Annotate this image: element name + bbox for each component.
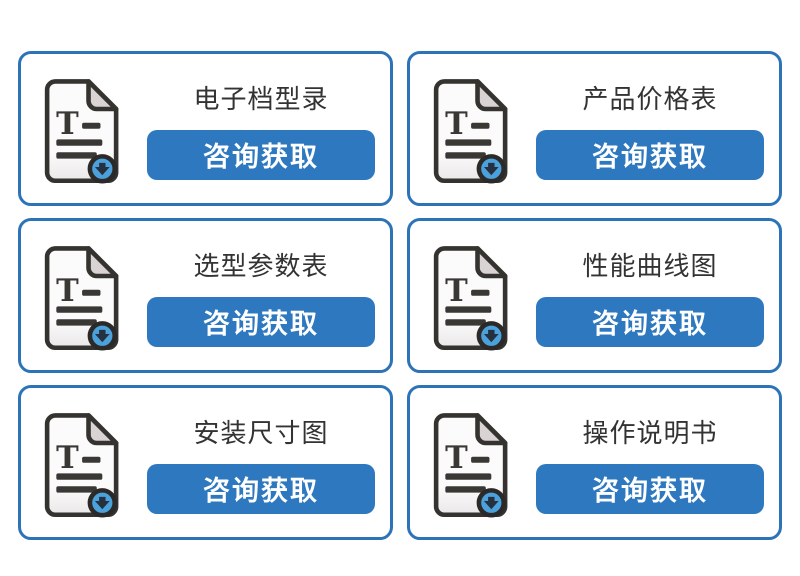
card-title: 性能曲线图 [582,251,718,282]
document-download-icon [37,243,129,355]
card-title: 产品价格表 [582,84,718,115]
document-download-icon [426,243,518,355]
download-card: 选型参数表 咨询获取 [18,218,393,373]
consult-button[interactable]: 咨询获取 [147,296,375,347]
document-download-icon [426,410,518,522]
consult-button[interactable]: 咨询获取 [536,463,764,514]
card-title: 安装尺寸图 [193,418,329,449]
document-download-icon [426,76,518,188]
card-title: 选型参数表 [193,251,329,282]
card-content: 性能曲线图 咨询获取 [536,250,764,347]
card-title: 操作说明书 [582,418,718,449]
document-download-icon [37,76,129,188]
consult-button[interactable]: 咨询获取 [147,463,375,514]
card-content: 操作说明书 咨询获取 [536,417,764,514]
card-content: 安装尺寸图 咨询获取 [147,417,375,514]
consult-button[interactable]: 咨询获取 [147,129,375,180]
card-content: 产品价格表 咨询获取 [536,83,764,180]
consult-button[interactable]: 咨询获取 [536,296,764,347]
card-content: 电子档型录 咨询获取 [147,83,375,180]
download-card: 操作说明书 咨询获取 [407,385,782,540]
document-download-icon [37,410,129,522]
consult-button[interactable]: 咨询获取 [536,129,764,180]
download-card: 电子档型录 咨询获取 [18,51,393,206]
download-cards-grid: 电子档型录 咨询获取 产品价格表 咨询获取 选型参数表 咨询获取 性能曲线图 咨… [18,51,782,540]
card-content: 选型参数表 咨询获取 [147,250,375,347]
download-card: 安装尺寸图 咨询获取 [18,385,393,540]
download-card: 产品价格表 咨询获取 [407,51,782,206]
download-card: 性能曲线图 咨询获取 [407,218,782,373]
card-title: 电子档型录 [193,84,329,115]
